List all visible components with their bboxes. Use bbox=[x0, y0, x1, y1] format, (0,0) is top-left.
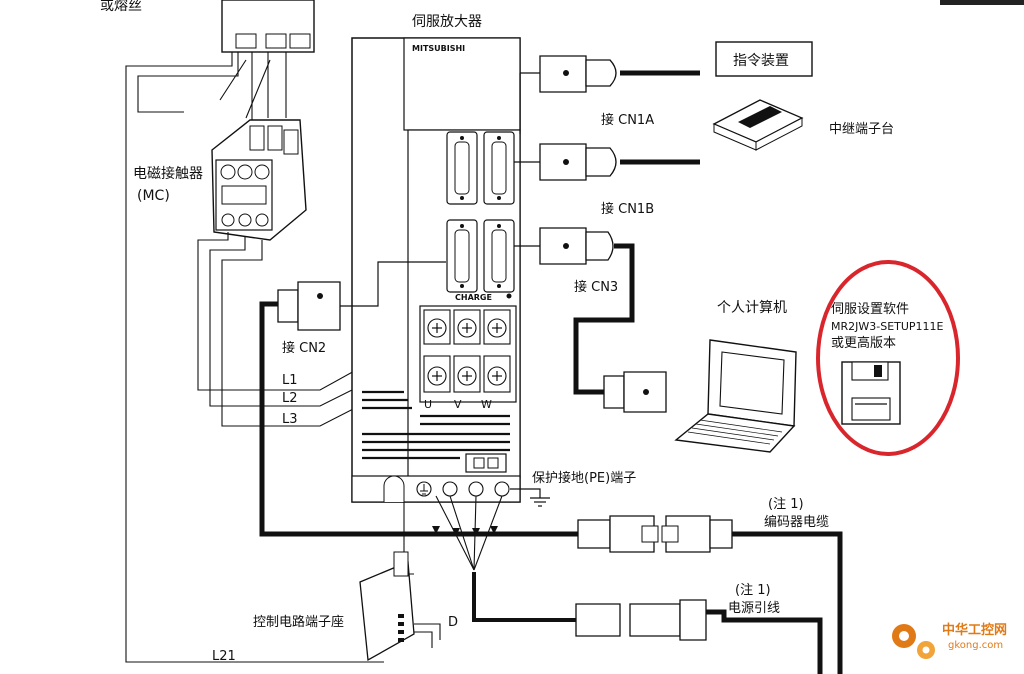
breaker-fragment: 或熔丝 bbox=[100, 0, 315, 53]
l3-label: L3 bbox=[282, 412, 298, 427]
l21-label: L21 bbox=[212, 649, 236, 664]
encoder-connector bbox=[577, 515, 843, 674]
laptop-icon bbox=[674, 339, 797, 453]
terminal-w: W bbox=[481, 398, 492, 411]
cn1a-label: 接 CN1A bbox=[601, 112, 654, 128]
l2-label: L2 bbox=[282, 391, 298, 406]
highlight-circle bbox=[816, 260, 960, 456]
encoder-note: (注 1) bbox=[768, 497, 804, 512]
amplifier-brand: MITSUBISHI bbox=[412, 44, 465, 53]
watermark-logo-icon bbox=[892, 624, 935, 659]
cn3-connector bbox=[514, 227, 667, 413]
command-device-label: 指令装置 bbox=[733, 53, 789, 69]
ground-symbol bbox=[510, 488, 550, 507]
mains-wires bbox=[125, 52, 384, 663]
magnetic-contactor: 电磁接触器 (MC) bbox=[133, 119, 307, 241]
pe-terminal-label: 保护接地(PE)端子 bbox=[532, 470, 636, 486]
l1-label: L1 bbox=[282, 373, 298, 388]
watermark-url: gkong.com bbox=[948, 640, 1003, 651]
command-device-box bbox=[715, 41, 813, 77]
terminal-u: U bbox=[424, 398, 432, 411]
phase-wires bbox=[197, 232, 497, 427]
cn2-connector bbox=[259, 261, 578, 537]
servo-amplifier: 伺服放大器 MITSUBISHI CHARGE bbox=[351, 14, 521, 503]
amplifier-title: 伺服放大器 bbox=[412, 14, 482, 30]
power-lead-note: (注 1) bbox=[735, 583, 771, 598]
contactor-abbr: (MC) bbox=[137, 188, 170, 204]
pc-label: 个人计算机 bbox=[717, 300, 787, 316]
software-line1: 伺服设置软件 bbox=[831, 302, 909, 317]
charge-label: CHARGE bbox=[455, 293, 492, 302]
power-cable bbox=[472, 572, 576, 622]
power-lead-label: 电源引线 bbox=[728, 601, 780, 616]
contactor-label: 电磁接触器 bbox=[133, 165, 203, 182]
relay-terminal-label: 中继端子台 bbox=[829, 122, 894, 137]
control-terminal-label: 控制电路端子座 bbox=[253, 614, 344, 630]
watermark-name: 中华工控网 bbox=[942, 622, 1007, 638]
power-lead-connector bbox=[575, 599, 823, 674]
software-line3: 或更高版本 bbox=[831, 335, 896, 351]
cn3-label: 接 CN3 bbox=[574, 279, 618, 295]
encoder-cable-label: 编码器电缆 bbox=[764, 514, 829, 530]
cn1b-label: 接 CN1B bbox=[601, 201, 654, 217]
cn1a-connector bbox=[519, 55, 700, 134]
floppy-disk-icon bbox=[841, 361, 901, 425]
breaker-label: 或熔丝 bbox=[100, 0, 142, 14]
software-line2: MR2JW3-SETUP111E bbox=[831, 320, 944, 333]
cn2-label: 接 CN2 bbox=[282, 340, 326, 356]
terminal-v: V bbox=[454, 398, 462, 411]
vent-slats bbox=[362, 390, 510, 460]
relay-terminal-block bbox=[712, 99, 804, 151]
d-label: D bbox=[448, 615, 458, 630]
cn1b-connector bbox=[514, 143, 700, 181]
control-terminal-block bbox=[359, 551, 441, 662]
